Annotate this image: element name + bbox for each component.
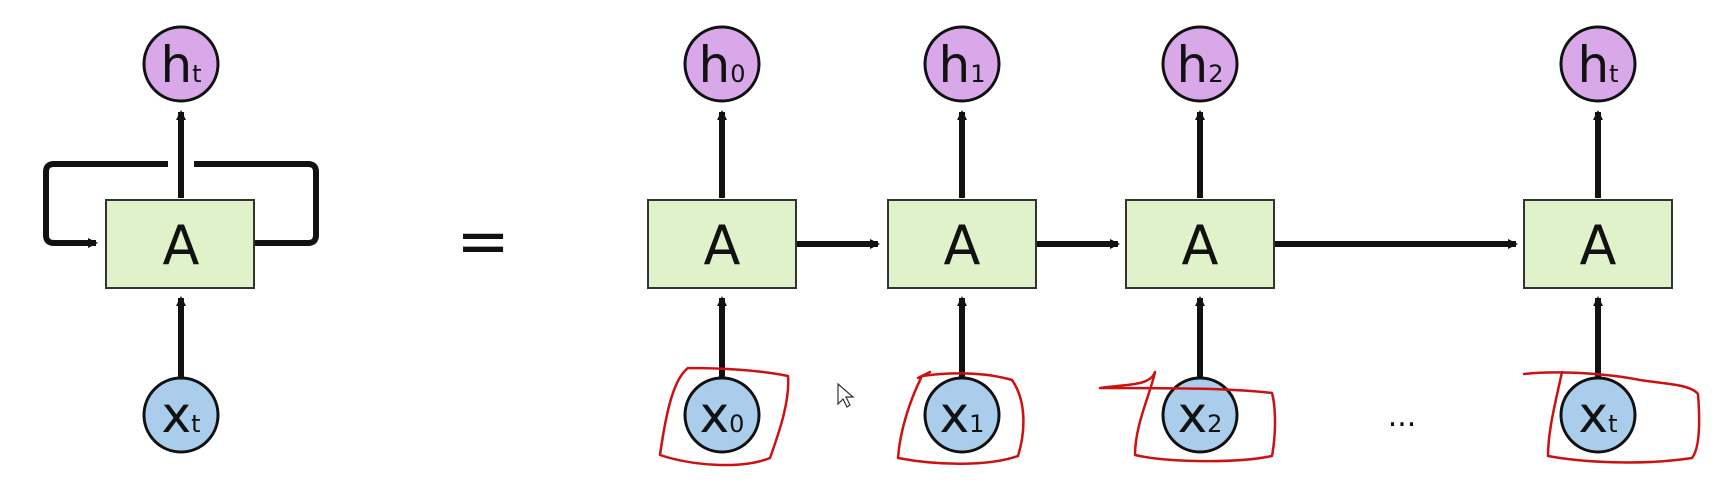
mouse-pointer-icon (837, 382, 855, 408)
annotation-loop-t (1522, 370, 1701, 464)
output-node-t (1559, 25, 1637, 103)
cell-box-0 (647, 199, 797, 289)
unrolled-cell-2: A h2 x2 (1125, 25, 1275, 454)
input-node-t (1559, 376, 1637, 454)
annotation-loop-0 (658, 366, 790, 467)
folded-output-node (142, 25, 220, 103)
annotation-tick-1 (916, 370, 932, 380)
cell-box-1 (887, 199, 1037, 289)
red-annotations (658, 366, 1701, 467)
output-label-t: ht (1577, 36, 1618, 94)
input-label-0: x0 (700, 386, 745, 444)
ellipsis: ... (1388, 399, 1417, 434)
folded-output-label: ht (160, 36, 201, 94)
unrolled-chain: A h0 x0 A h1 x1 A h2 x2 (647, 25, 1673, 454)
output-node-0 (683, 25, 761, 103)
output-label-2: h2 (1177, 36, 1224, 94)
input-node-2 (1161, 376, 1239, 454)
output-node-1 (923, 25, 1001, 103)
folded-cell-label: A (163, 214, 200, 277)
cell-box-2 (1125, 199, 1275, 289)
cell-label-0: A (704, 214, 741, 277)
output-label-1: h1 (939, 36, 986, 94)
unrolled-cell-t: A ht xt (1523, 25, 1673, 454)
folded-recurrent-loop (43, 161, 319, 243)
cell-label-t: A (1580, 214, 1617, 277)
output-node-2 (1161, 25, 1239, 103)
cell-label-1: A (944, 214, 981, 277)
folded-input-node (142, 376, 220, 454)
cell-box-t (1523, 199, 1673, 289)
cell-label-2: A (1182, 214, 1219, 277)
input-node-1 (923, 376, 1001, 454)
unrolled-cell-1: A h1 x1 (887, 25, 1037, 454)
input-label-2: x2 (1178, 386, 1223, 444)
folded-cell-box (105, 199, 255, 289)
annotation-loop-2 (1098, 370, 1277, 463)
folded-input-label: xt (161, 386, 200, 444)
input-label-t: xt (1578, 386, 1617, 444)
input-label-1: x1 (940, 386, 985, 444)
annotation-loop-1 (896, 372, 1025, 465)
output-label-0: h0 (699, 36, 746, 94)
unrolled-cell-0: A h0 x0 (647, 25, 797, 454)
equals-sign: = (456, 205, 510, 279)
input-node-0 (683, 376, 761, 454)
folded-rnn: A ht xt (43, 25, 319, 454)
